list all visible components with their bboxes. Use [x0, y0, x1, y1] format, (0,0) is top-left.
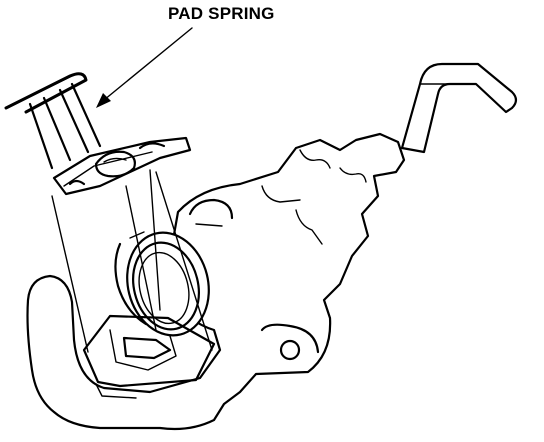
leader-arrow	[96, 27, 193, 108]
caliper-pin-arm	[400, 62, 518, 154]
pad-spring	[4, 72, 192, 196]
alignment-lines	[51, 169, 213, 353]
pad-slot	[82, 314, 216, 399]
caliper-body	[26, 132, 406, 431]
pad-spring-label: PAD SPRING	[168, 4, 275, 23]
